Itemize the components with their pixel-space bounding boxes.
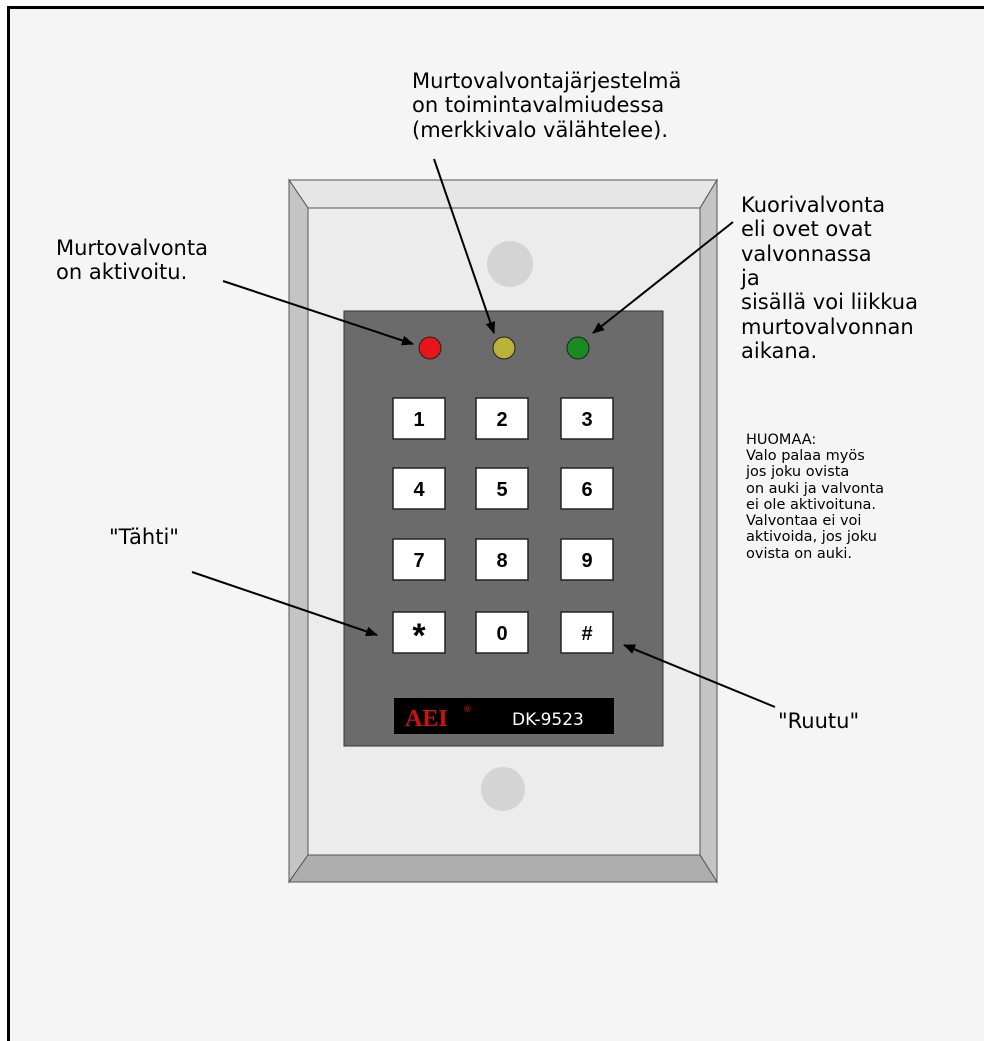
key-2-button[interactable]: 2	[475, 397, 529, 440]
registered-mark: ®	[463, 705, 472, 715]
key-2-face[interactable]	[475, 397, 529, 440]
armed-line-2: on toimintavalmiudessa	[412, 93, 665, 118]
note-annotation: HUOMAA: Valo palaa myös jos joku ovista …	[746, 432, 884, 562]
plate-bevel-bottom	[288, 854, 718, 883]
key-5-label: 5	[496, 479, 507, 501]
shell-line-3: valvonnassa	[741, 241, 872, 266]
note-line-5: ei ole aktivoituna.	[746, 496, 877, 513]
key-8-face[interactable]	[475, 538, 529, 581]
intrusion-annotation: Murtovalvonta on aktivoitu.	[56, 236, 208, 285]
star-key-annotation: "Tähti"	[109, 525, 179, 549]
green-led	[566, 336, 590, 360]
key-0-label: 0	[496, 623, 507, 645]
key-0-face[interactable]	[475, 611, 529, 654]
key-4-face[interactable]	[392, 467, 446, 510]
brand-bar	[394, 698, 614, 734]
shell-line-6: murtovalvonnan	[741, 314, 914, 339]
key-3-button[interactable]: 3	[560, 397, 614, 440]
key-8-button[interactable]: 8	[475, 538, 529, 581]
key-1-face[interactable]	[392, 397, 446, 440]
key-star-button[interactable]: *	[392, 611, 446, 655]
shell-line-4: ja	[741, 266, 760, 291]
shell-line-5: sisällä voi liikkua	[741, 290, 918, 315]
armed-annotation: Murtovalvontajärjestelmä on toimintavalm…	[412, 69, 681, 142]
arrow-hash	[623, 644, 776, 708]
shell-line-2: eli ovet ovat	[741, 217, 872, 242]
note-line-1: HUOMAA:	[746, 432, 817, 448]
note-line-8: ovista on auki.	[746, 545, 852, 562]
plate-bevel-left	[288, 178, 309, 884]
plate-bevel-right	[699, 178, 718, 884]
key-7-face[interactable]	[392, 538, 446, 581]
intrusion-line-1: Murtovalvonta	[56, 236, 208, 260]
shell-line-1: Kuorivalvonta	[741, 193, 886, 217]
shell-annotation: Kuorivalvonta eli ovet ovat valvonnassa …	[741, 193, 918, 364]
key-star-label: *	[412, 617, 426, 655]
screw-hole-bottom	[481, 767, 525, 811]
key-star-face[interactable]	[392, 611, 446, 654]
brand-logo: AEI	[405, 706, 448, 732]
armed-line-1: Murtovalvontajärjestelmä	[412, 69, 682, 93]
arrow-star	[191, 571, 378, 637]
key-6-button[interactable]: 6	[560, 467, 614, 510]
key-9-face[interactable]	[560, 538, 614, 581]
key-8-label: 8	[496, 550, 507, 572]
key-1-label: 1	[413, 409, 424, 431]
intrusion-line-2: on aktivoitu.	[56, 260, 188, 285]
key-hash-face[interactable]	[560, 611, 614, 654]
note-line-3: jos joku ovista	[746, 464, 850, 481]
note-line-7: aktivoida, jos joku	[746, 529, 877, 546]
note-line-2: Valo palaa myös	[746, 448, 865, 465]
key-6-label: 6	[581, 479, 592, 501]
key-hash-label: #	[581, 623, 592, 645]
key-7-button[interactable]: 7	[392, 538, 446, 581]
key-3-face[interactable]	[560, 397, 614, 440]
keypad-body	[343, 310, 664, 747]
key-4-label: 4	[413, 479, 425, 501]
key-hash-button[interactable]: #	[560, 611, 614, 654]
armed-line-3: (merkkivalo välähtelee).	[412, 117, 669, 142]
key-6-face[interactable]	[560, 467, 614, 510]
note-line-6: Valvontaa ei voi	[746, 513, 862, 530]
key-2-label: 2	[496, 409, 507, 431]
key-5-face[interactable]	[475, 467, 529, 510]
key-3-label: 3	[581, 409, 592, 431]
key-9-button[interactable]: 9	[560, 538, 614, 581]
yellow-led	[492, 336, 516, 360]
key-9-label: 9	[581, 550, 592, 572]
key-7-label: 7	[413, 550, 424, 572]
arrow-armed	[433, 158, 496, 334]
arrow-shell	[592, 221, 734, 334]
plate-bevel-top	[288, 179, 718, 209]
key-0-button[interactable]: 0	[475, 611, 529, 654]
model-number: DK-9523	[512, 710, 584, 730]
note-line-4: on auki ja valvonta	[746, 480, 885, 497]
red-led	[418, 336, 442, 360]
arrow-intrusion	[222, 280, 414, 346]
screw-hole-top	[487, 241, 533, 287]
key-4-button[interactable]: 4	[392, 467, 446, 510]
key-1-button[interactable]: 1	[392, 397, 446, 440]
hash-key-annotation: "Ruutu"	[778, 709, 860, 733]
key-5-button[interactable]: 5	[475, 467, 529, 510]
shell-line-7: aikana.	[741, 339, 818, 364]
keypad-keys: 1 2 3 4 5 6 7 8 9 * 0 #	[392, 397, 614, 655]
